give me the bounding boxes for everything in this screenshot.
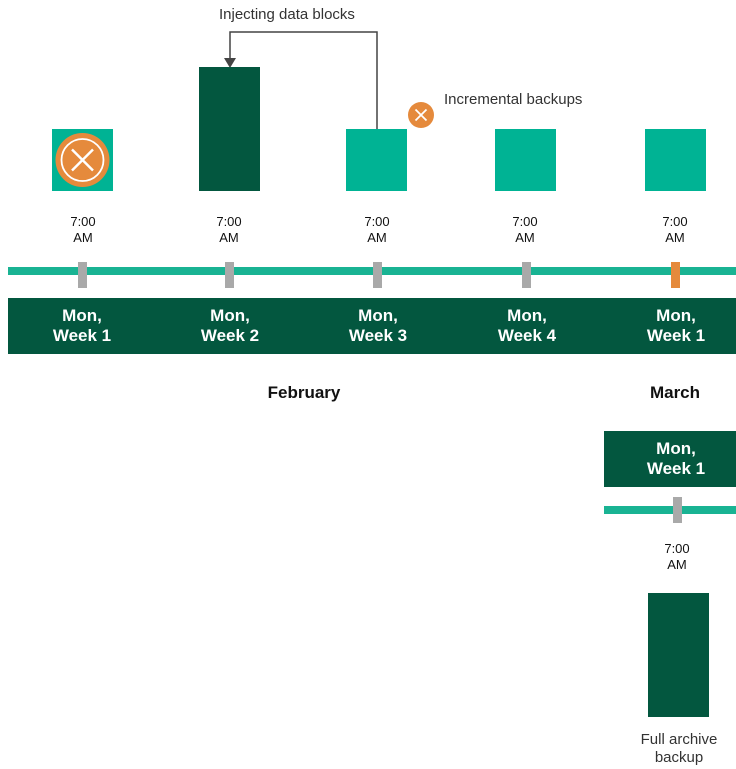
timeline-tick (673, 497, 682, 523)
incremental-backup-block-3 (645, 129, 706, 191)
day-label: Mon,Week 1 (52, 306, 112, 345)
timeline-tick (522, 262, 531, 288)
timeline-bar-lower (604, 506, 736, 514)
day-label: Mon,Week 3 (348, 306, 408, 345)
day-label: Mon,Week 4 (497, 306, 557, 345)
incremental-backup-block-1 (346, 129, 407, 191)
full-archive-block (648, 593, 709, 717)
month-label-march: March (649, 383, 701, 402)
day-label: Mon,Week 1 (646, 306, 706, 345)
injecting-annotation: Injecting data blocks (219, 6, 355, 23)
injection-arrow-icon (224, 31, 378, 129)
incremental-marker-icon (408, 102, 434, 128)
timeline-tick (78, 262, 87, 288)
day-label: Mon,Week 1 (646, 439, 706, 478)
timeline-tick-current (671, 262, 680, 288)
timeline-tick (225, 262, 234, 288)
incremental-annotation: Incremental backups (444, 91, 583, 108)
incremental-backup-block-2 (495, 129, 556, 191)
timeline-tick (373, 262, 382, 288)
month-label-february: February (267, 383, 341, 402)
failed-x-icon (55, 133, 110, 187)
day-label: Mon,Week 2 (200, 306, 260, 345)
full-backup-block (199, 67, 260, 191)
day-band-lower (604, 431, 736, 487)
day-band (8, 298, 736, 354)
timeline-bar (8, 267, 736, 275)
failed-backup-block (52, 129, 113, 191)
